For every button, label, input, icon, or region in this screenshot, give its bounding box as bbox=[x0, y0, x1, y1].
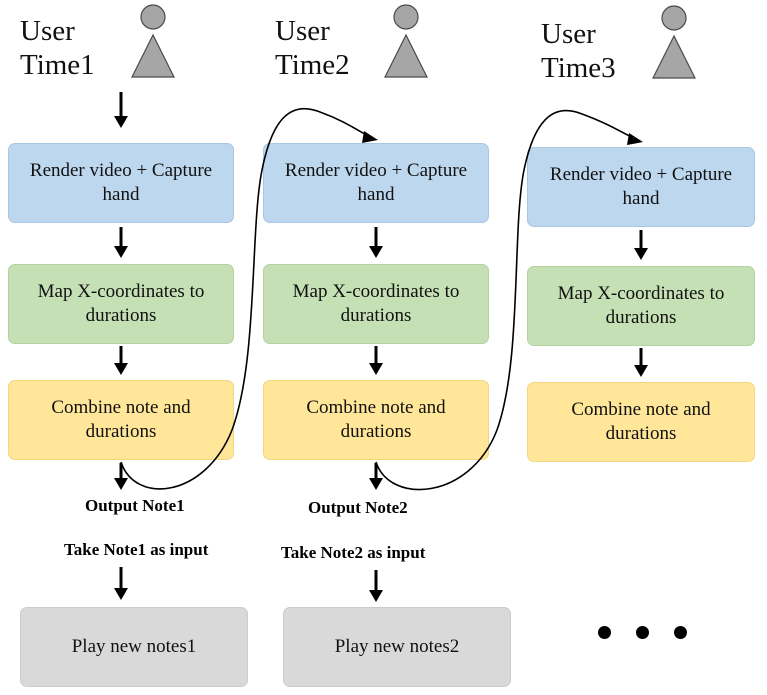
output-note2-label: Output Note2 bbox=[308, 498, 408, 517]
user-time2-label: User Time2 bbox=[275, 15, 350, 81]
flow-arrow bbox=[114, 346, 128, 375]
ellipsis-dot bbox=[636, 626, 649, 639]
flow-arrow bbox=[114, 463, 128, 490]
play-box-2: Play new notes2 bbox=[283, 607, 511, 687]
person-icon bbox=[652, 5, 696, 79]
combine-box-3: Combine note and durations bbox=[527, 382, 755, 462]
person-icon bbox=[131, 4, 175, 78]
map-box-2: Map X-coordinates to durations bbox=[263, 264, 489, 344]
user-time1-label: User Time1 bbox=[20, 15, 95, 81]
combine-box-1: Combine note and durations bbox=[8, 380, 234, 460]
map-box-3: Map X-coordinates to durations bbox=[527, 266, 755, 346]
flow-arrow bbox=[114, 92, 128, 128]
ellipsis-dot bbox=[674, 626, 687, 639]
flow-arrow bbox=[369, 227, 383, 258]
flow-arrow bbox=[114, 567, 128, 600]
flow-arrow bbox=[369, 463, 383, 490]
person-icon bbox=[384, 4, 428, 78]
render-box-3: Render video + Capture hand bbox=[527, 147, 755, 227]
flow-arrow bbox=[369, 346, 383, 375]
take-note1-input-label: Take Note1 as input bbox=[64, 540, 209, 559]
flow-arrow bbox=[114, 227, 128, 258]
user-time3-label: User Time3 bbox=[541, 18, 616, 84]
flow-arrow bbox=[634, 230, 648, 260]
ellipsis-dot bbox=[598, 626, 611, 639]
flow-arrow bbox=[369, 570, 383, 602]
play-box-1: Play new notes1 bbox=[20, 607, 248, 687]
map-box-1: Map X-coordinates to durations bbox=[8, 264, 234, 344]
output-note1-label: Output Note1 bbox=[85, 496, 185, 515]
render-box-1: Render video + Capture hand bbox=[8, 143, 234, 223]
combine-box-2: Combine note and durations bbox=[263, 380, 489, 460]
flow-arrow bbox=[634, 348, 648, 377]
take-note2-input-label: Take Note2 as input bbox=[281, 543, 426, 562]
render-box-2: Render video + Capture hand bbox=[263, 143, 489, 223]
